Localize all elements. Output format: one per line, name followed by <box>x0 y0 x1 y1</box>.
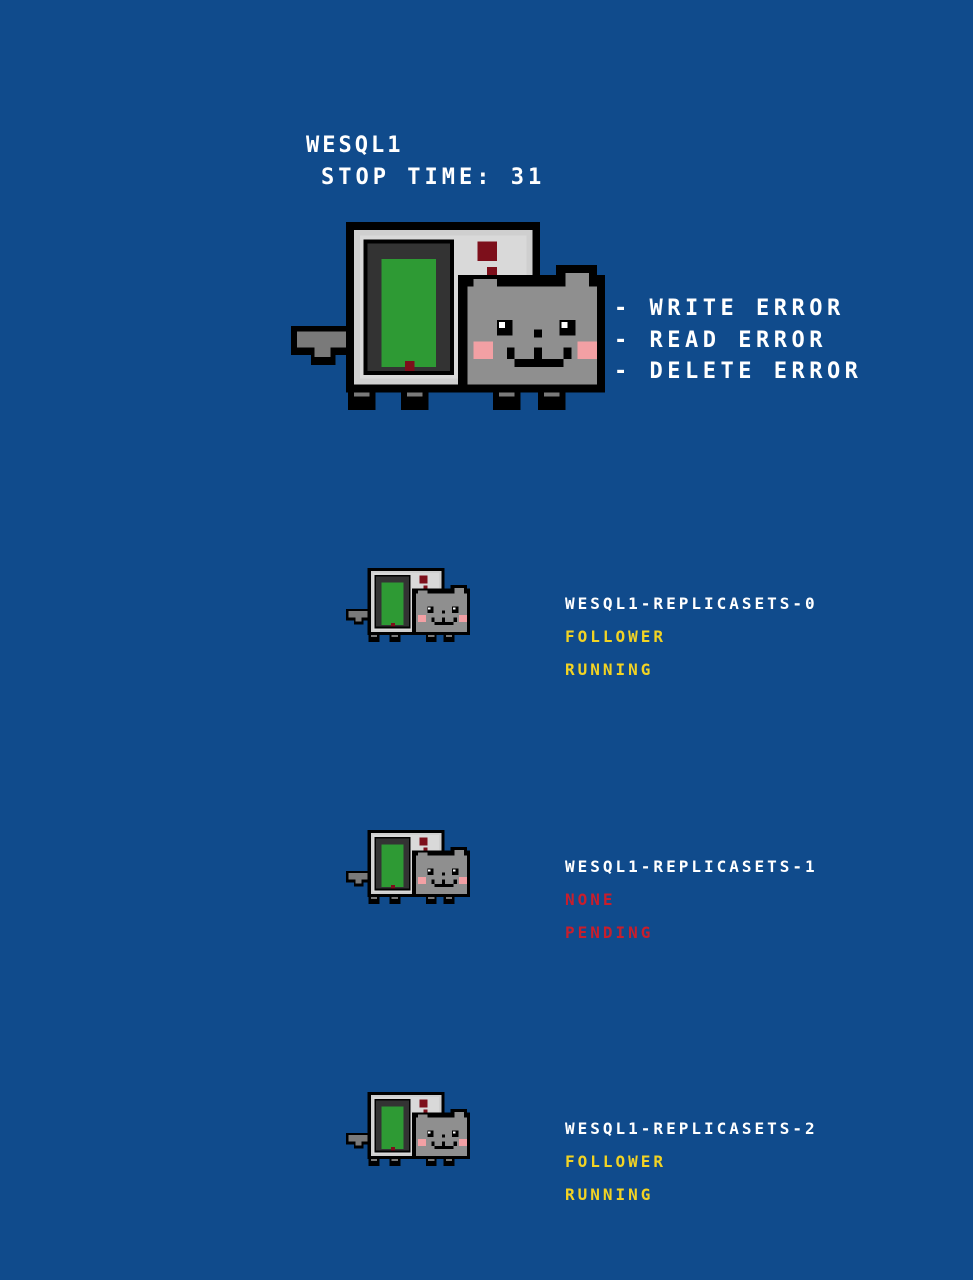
replica-role: FOLLOWER <box>565 1152 667 1171</box>
replica-card: WESQL1-REPLICASETS-2 FOLLOWER RUNNING <box>565 1112 818 1211</box>
replica-status: RUNNING <box>565 1185 654 1204</box>
replica-name: WESQL1-REPLICASETS-0 <box>565 594 818 613</box>
write-error-label: - WRITE ERROR <box>614 296 845 321</box>
error-list: - WRITE ERROR - READ ERROR - DELETE ERRO… <box>614 293 862 388</box>
server-cat-icon <box>291 221 605 411</box>
replica-name: WESQL1-REPLICASETS-2 <box>565 1119 818 1138</box>
stop-time-label: STOP TIME: 31 <box>321 165 546 190</box>
read-error-label: - READ ERROR <box>614 327 827 353</box>
replica-card: WESQL1-REPLICASETS-1 NONE PENDING <box>565 850 818 949</box>
server-cat-icon <box>346 829 470 905</box>
replica-status: PENDING <box>565 923 654 942</box>
cluster-title: WESQL1 <box>306 133 404 158</box>
replica-card: WESQL1-REPLICASETS-0 FOLLOWER RUNNING <box>565 587 818 686</box>
replica-role: FOLLOWER <box>565 627 667 646</box>
replica-name: WESQL1-REPLICASETS-1 <box>565 857 818 876</box>
server-cat-icon <box>346 567 470 643</box>
server-cat-icon <box>346 1091 470 1167</box>
delete-error-label: - DELETE ERROR <box>614 359 863 384</box>
replica-role: NONE <box>565 890 616 909</box>
replica-status: RUNNING <box>565 660 654 679</box>
